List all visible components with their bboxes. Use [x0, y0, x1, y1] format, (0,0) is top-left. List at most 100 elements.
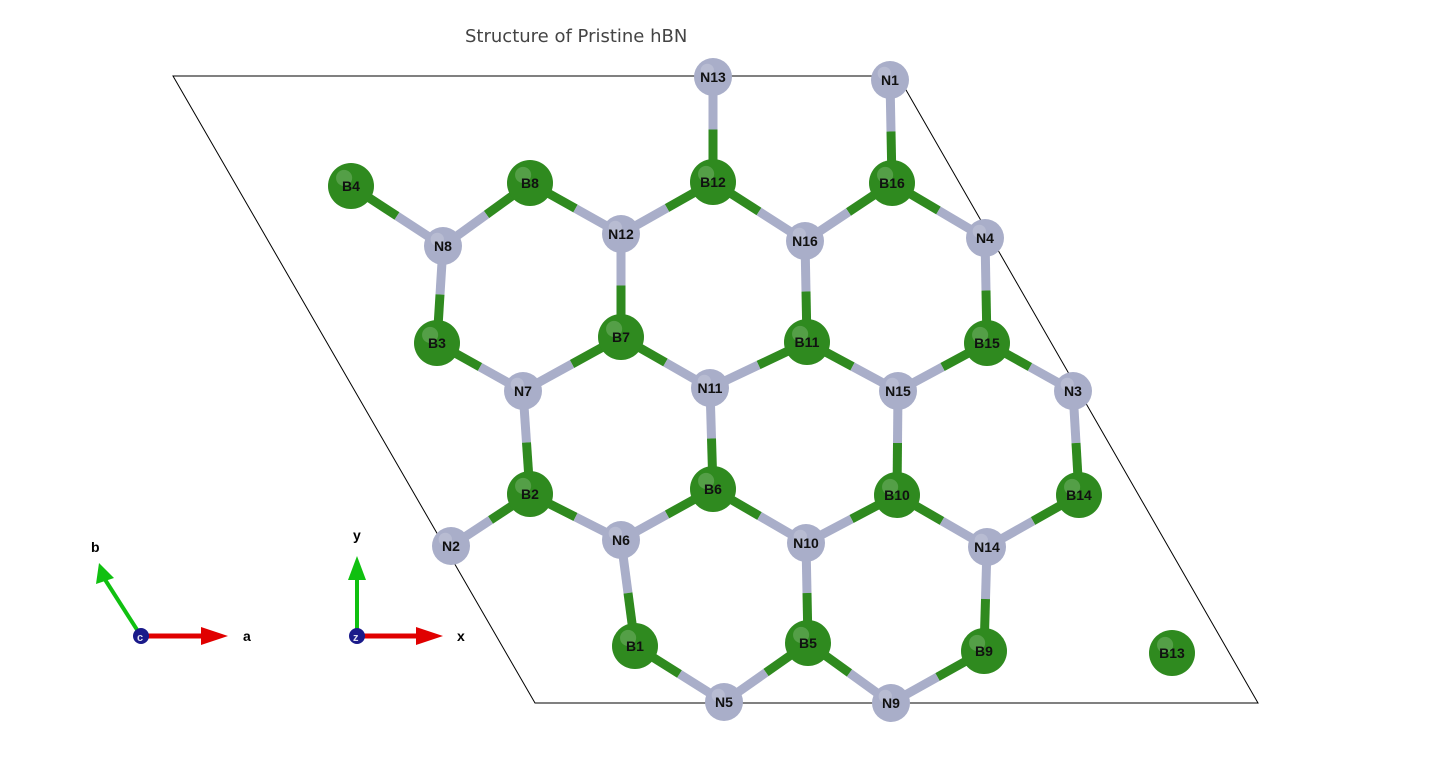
atom-N8[interactable]: N8: [424, 227, 462, 265]
boron-atom-sphere: [784, 319, 830, 365]
atom-B7[interactable]: B7: [598, 314, 644, 360]
atom-N14[interactable]: N14: [968, 528, 1006, 566]
atom-highlight: [336, 169, 353, 186]
nitrogen-atom-sphere: [871, 61, 909, 99]
atom-N10[interactable]: N10: [787, 524, 825, 562]
boron-atom-sphere: [785, 620, 831, 666]
atom-B12[interactable]: B12: [690, 159, 736, 205]
atom-B13[interactable]: B13: [1149, 630, 1195, 676]
atom-N15[interactable]: N15: [879, 372, 917, 410]
atom-B9[interactable]: B9: [961, 628, 1007, 674]
axis-x-label: x: [457, 628, 465, 644]
atom-highlight: [972, 326, 989, 344]
cartesian-axes-triad: y x z: [348, 527, 465, 645]
atom-N11[interactable]: N11: [691, 369, 729, 407]
atom-highlight: [515, 477, 532, 495]
atom-N2[interactable]: N2: [432, 527, 470, 565]
atom-N9[interactable]: N9: [872, 684, 910, 722]
atom-N12[interactable]: N12: [602, 215, 640, 253]
axis-y-label: y: [353, 527, 361, 543]
atom-label-B16: B16: [879, 175, 905, 191]
atom-highlight: [711, 688, 725, 702]
atom-label-B14: B14: [1066, 487, 1092, 503]
atom-label-N1: N1: [881, 72, 899, 88]
atom-highlight: [422, 326, 439, 344]
boron-atom-sphere: [961, 628, 1007, 674]
atom-highlight: [792, 325, 809, 343]
atom-highlight: [515, 166, 532, 183]
atom-B5[interactable]: B5: [785, 620, 831, 666]
nitrogen-atom-sphere: [694, 58, 732, 96]
atom-label-B9: B9: [975, 643, 993, 659]
atom-highlight: [974, 533, 988, 547]
atom-label-N12: N12: [608, 226, 634, 242]
atom-label-N4: N4: [976, 230, 994, 246]
atom-N4[interactable]: N4: [966, 219, 1004, 257]
atom-N5[interactable]: N5: [705, 683, 743, 721]
atom-B10[interactable]: B10: [874, 472, 920, 518]
atom-highlight: [608, 220, 622, 235]
atom-highlight: [698, 165, 715, 182]
atom-label-B1: B1: [626, 638, 644, 654]
atom-label-B15: B15: [974, 335, 1000, 351]
atom-B8[interactable]: B8: [507, 160, 553, 206]
atom-label-B6: B6: [704, 481, 722, 497]
atom-B14[interactable]: B14: [1056, 472, 1102, 518]
atom-B6[interactable]: B6: [690, 466, 736, 512]
atom-B15[interactable]: B15: [964, 320, 1010, 366]
nitrogen-atom-sphere: [968, 528, 1006, 566]
atom-label-N7: N7: [514, 383, 532, 399]
atom-label-N10: N10: [793, 535, 819, 551]
atom-highlight: [1064, 478, 1081, 496]
atom-label-N6: N6: [612, 532, 630, 548]
atom-N1[interactable]: N1: [871, 61, 909, 99]
atom-highlight: [793, 529, 807, 543]
atom-label-B8: B8: [521, 175, 539, 191]
atom-highlight: [697, 374, 711, 388]
atom-label-B2: B2: [521, 486, 539, 502]
structure-title: Structure of Pristine hBN: [465, 26, 688, 47]
boron-atom-sphere: [690, 466, 736, 512]
atom-highlight: [510, 377, 524, 391]
atom-label-N11: N11: [698, 380, 723, 396]
atom-highlight: [877, 66, 891, 80]
atom-label-B3: B3: [428, 335, 446, 351]
atom-highlight: [877, 166, 894, 183]
nitrogen-atom-sphere: [705, 683, 743, 721]
atom-highlight: [885, 377, 899, 391]
atom-highlight: [430, 232, 444, 247]
atom-highlight: [698, 472, 715, 490]
boron-atom-sphere: [414, 320, 460, 366]
atom-N3[interactable]: N3: [1054, 372, 1092, 410]
boron-atom-sphere: [964, 320, 1010, 366]
atom-N7[interactable]: N7: [504, 372, 542, 410]
axis-b-arrow-shaft: [102, 576, 143, 638]
atom-N13[interactable]: N13: [694, 58, 732, 96]
atom-B1[interactable]: B1: [612, 623, 658, 669]
atom-highlight: [700, 63, 714, 77]
atom-B16[interactable]: B16: [869, 160, 915, 206]
atom-B4[interactable]: B4: [328, 163, 374, 209]
nitrogen-atom-sphere: [504, 372, 542, 410]
atom-B3[interactable]: B3: [414, 320, 460, 366]
atom-highlight: [606, 320, 623, 338]
atom-highlight: [792, 227, 806, 242]
nitrogen-atom-sphere: [787, 524, 825, 562]
nitrogen-atom-sphere: [424, 227, 462, 265]
nitrogen-atom-sphere: [872, 684, 910, 722]
atom-B2[interactable]: B2: [507, 471, 553, 517]
atom-label-B7: B7: [612, 329, 630, 345]
atom-N16[interactable]: N16: [786, 222, 824, 260]
atom-N6[interactable]: N6: [602, 521, 640, 559]
nitrogen-atom-sphere: [602, 215, 640, 253]
nitrogen-atom-sphere: [786, 222, 824, 260]
atom-label-N3: N3: [1064, 383, 1082, 399]
atom-B11[interactable]: B11: [784, 319, 830, 365]
nitrogen-atom-sphere: [1054, 372, 1092, 410]
atom-label-N16: N16: [792, 233, 818, 249]
atom-highlight: [1060, 377, 1074, 391]
atom-highlight: [1157, 636, 1174, 653]
axis-y-arrow-head: [348, 556, 366, 580]
atom-highlight: [620, 629, 637, 646]
